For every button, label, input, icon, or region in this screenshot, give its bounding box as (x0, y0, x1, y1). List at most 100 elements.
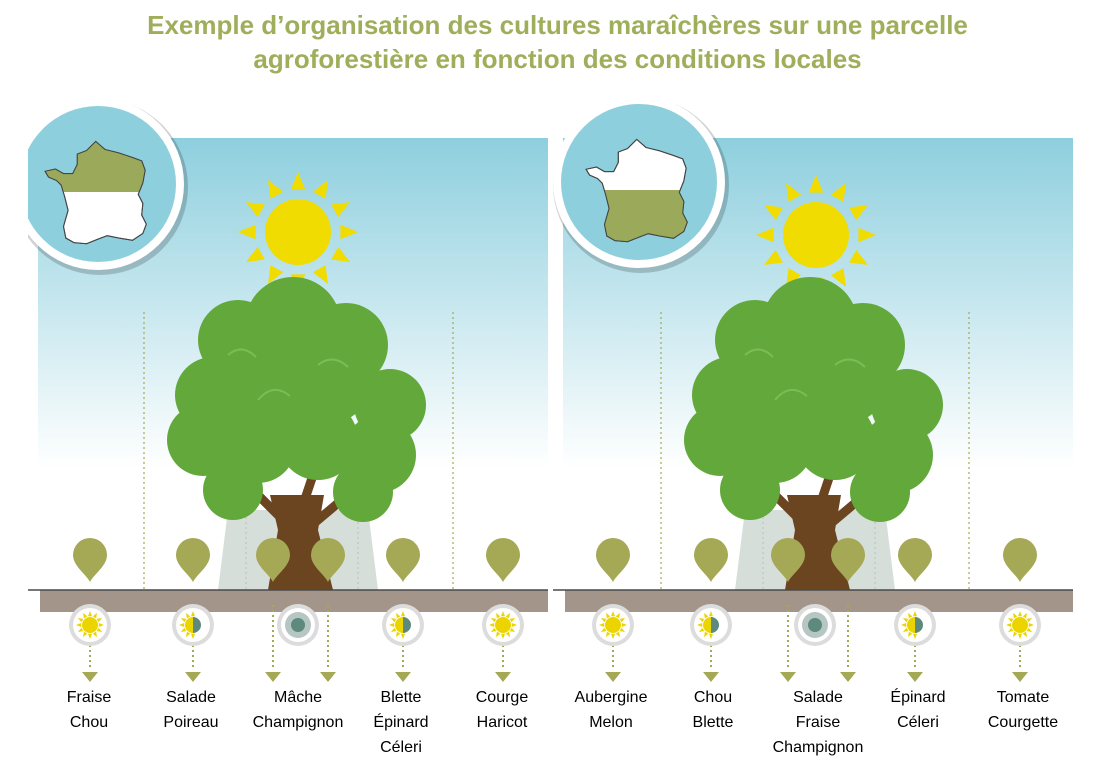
exposure-ray (96, 627, 103, 632)
exposure-ray (505, 612, 510, 619)
sun-disc (783, 202, 849, 268)
sun-ray (340, 224, 358, 240)
arrow-down-icon (1012, 672, 1028, 682)
exposure-ray (179, 623, 185, 627)
exposure-ray (621, 623, 627, 627)
shade-half (711, 617, 719, 633)
exposure-ray (698, 627, 705, 632)
location-pin-icon (176, 538, 210, 582)
crop-label: Épinard Céleri (858, 685, 978, 735)
panel-south: Aubergine Melon Chou Blette Salade Frais… (553, 100, 1073, 771)
exposure-ray (913, 633, 917, 639)
shade-half (915, 617, 923, 633)
tree-foliage (795, 400, 875, 480)
exposure-ray (83, 631, 88, 638)
arrow-down-icon (395, 672, 411, 682)
exposure-ray (396, 631, 401, 638)
crop-name: Salade (166, 689, 216, 706)
exposure-ray (501, 611, 505, 617)
sun-ray (312, 265, 328, 284)
tree-foliage (278, 400, 358, 480)
exposure-ray (902, 618, 909, 623)
arrow-down-icon (495, 672, 511, 682)
crop-label: Courge Haricot (442, 685, 562, 735)
exposure-ray (1007, 618, 1014, 623)
exposure-ray (913, 611, 917, 617)
sun-ray (268, 265, 284, 284)
exposure-ray (619, 618, 626, 623)
soil (40, 590, 548, 612)
shade-core (808, 618, 822, 632)
tree-foliage (684, 404, 756, 476)
arrow-down-icon (907, 672, 923, 682)
location-pin-icon (486, 538, 520, 582)
crop-labels-south: Aubergine Melon Chou Blette Salade Frais… (553, 685, 1073, 775)
exposure-ray (704, 612, 709, 619)
location-pin-icon (311, 538, 345, 582)
exposure-ray (490, 627, 497, 632)
sun-ray (238, 224, 256, 240)
scene-north (28, 100, 548, 682)
sun-ray (331, 202, 350, 218)
arrow-down-icon (82, 672, 98, 682)
exposure-sun-icon (482, 604, 524, 646)
exposure-ray (389, 623, 395, 627)
exposure-sun-icon (592, 604, 634, 646)
tree-foliage (203, 460, 263, 520)
shade-half (403, 617, 411, 633)
sun-ray (331, 246, 350, 262)
france-map-icon (585, 138, 688, 243)
exposure-ray (511, 623, 517, 627)
sun-ray (786, 183, 802, 202)
exposure-ray (390, 627, 397, 632)
sun-core (82, 617, 98, 633)
sun-ray (830, 268, 846, 287)
exposure-ray (96, 618, 103, 623)
shade-half (193, 617, 201, 633)
exposure-ray (88, 633, 92, 639)
france-region-highlight (604, 190, 688, 242)
exposure-ray (1006, 623, 1012, 627)
tree-foliage (167, 404, 239, 476)
crop-name: Aubergine (574, 689, 648, 706)
crop-label: Salade Poireau (131, 685, 251, 735)
soil (565, 590, 1073, 612)
france-border (44, 140, 147, 245)
crop-label: Blette Épinard Céleri (341, 685, 461, 760)
exposure-ray (1013, 631, 1018, 638)
sun-half (703, 617, 711, 633)
exposure-ray (908, 631, 913, 638)
scene-south (553, 100, 1073, 682)
crop-label: Tomate Courgette (963, 685, 1083, 735)
exposure-ray (615, 631, 620, 638)
exposure-shade-icon (277, 604, 319, 646)
crop-label: Aubergine Melon (551, 685, 671, 735)
crop-name: Mâche (273, 689, 323, 706)
exposure-ray (709, 611, 713, 617)
exposure-ray (611, 611, 615, 617)
crop-name: Chou (693, 689, 733, 706)
exposure-ray (92, 631, 97, 638)
arrow-down-icon (605, 672, 621, 682)
sun-ray (830, 183, 846, 202)
exposure-ray (489, 623, 495, 627)
exposure-half-shade-icon (690, 604, 732, 646)
tree-icon (684, 277, 943, 590)
exposure-ray (1026, 627, 1033, 632)
exposure-ray (490, 618, 497, 623)
exposure-ray (1026, 618, 1033, 623)
crop-name: Épinard (373, 714, 429, 731)
exposure-ray (1022, 631, 1027, 638)
sun-ray (849, 249, 868, 265)
exposure-ray (606, 612, 611, 619)
crop-name: Courge (475, 689, 529, 706)
crop-name: Courgette (987, 714, 1059, 731)
sun-ray (246, 246, 265, 262)
crop-label: Chou Blette (653, 685, 773, 735)
exposure-ray (401, 633, 405, 639)
location-pin-icon (386, 538, 420, 582)
crop-label: Salade Fraise Champignon (758, 685, 878, 760)
exposure-ray (709, 633, 713, 639)
sun-icon (238, 172, 358, 292)
shade-core (291, 618, 305, 632)
